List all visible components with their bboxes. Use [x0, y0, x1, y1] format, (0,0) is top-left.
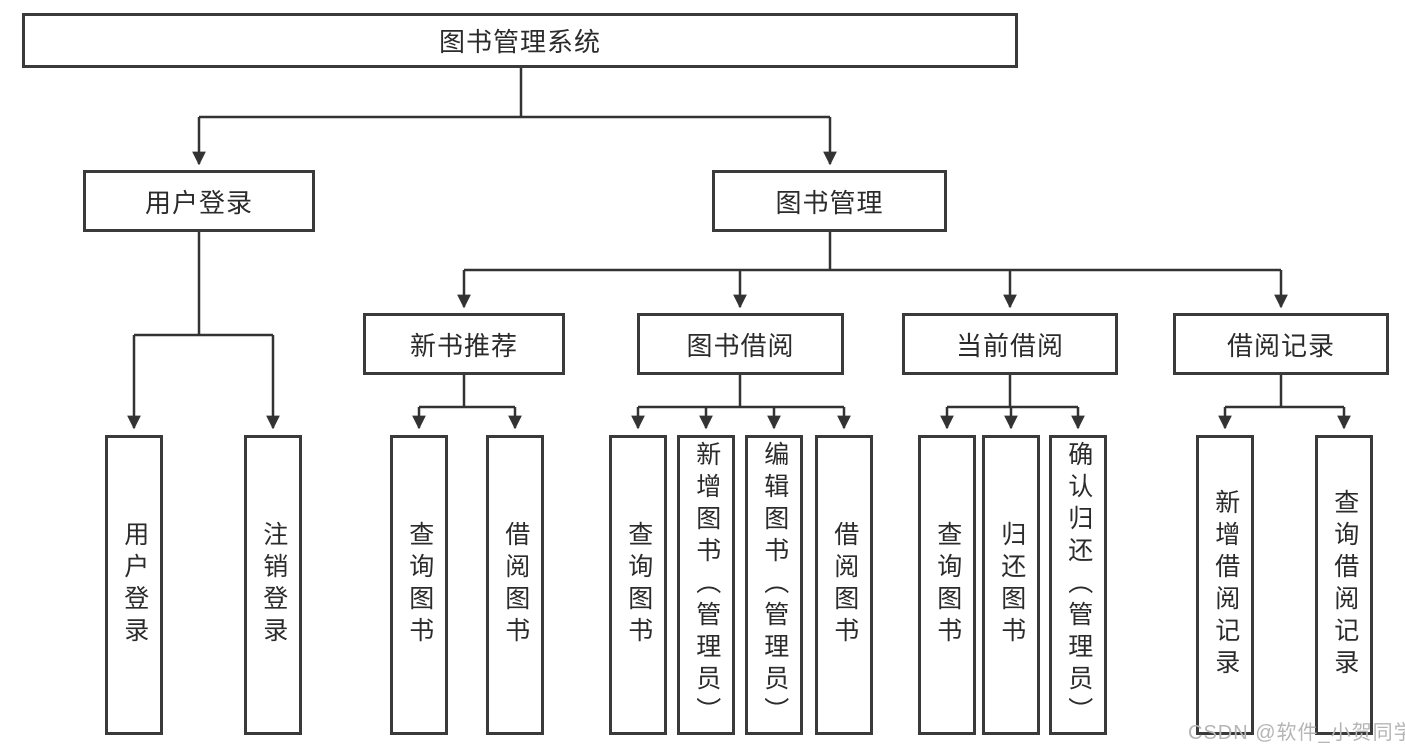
leaf-borrow-books-recommend: 借阅图书 — [486, 435, 544, 735]
node-book-borrowing: 图书借阅 — [637, 313, 844, 375]
leaf-query-books-recommend: 查询图书 — [390, 435, 448, 735]
node-label: 图书借阅 — [686, 330, 795, 361]
node-label: 用户登录 — [144, 187, 253, 218]
leaf-label: 用户登录 — [120, 521, 149, 649]
leaf-user-login: 用户登录 — [105, 435, 163, 735]
node-borrow-records: 借阅记录 — [1173, 313, 1389, 375]
csdn-watermark: CSDN @软件_小贺同学 — [1188, 722, 1405, 744]
leaf-label: 归还图书 — [997, 521, 1026, 649]
node-book-management-system: 图书管理系统 — [22, 13, 1018, 68]
leaf-add-books-admin: 新增图书（管理员） — [677, 435, 735, 735]
leaf-return-books: 归还图书 — [982, 435, 1040, 735]
node-label: 图书管理 — [775, 187, 884, 218]
leaf-add-borrow-record: 新增借阅记录 — [1196, 435, 1254, 735]
leaf-label: 查询图书 — [933, 521, 962, 649]
leaf-query-books-borrowing: 查询图书 — [609, 435, 667, 735]
leaf-query-borrow-record: 查询借阅记录 — [1315, 435, 1373, 735]
node-label: 新书推荐 — [409, 330, 518, 361]
node-user-login: 用户登录 — [83, 170, 315, 232]
leaf-label: 查询图书 — [624, 521, 653, 649]
leaf-label: 查询图书 — [405, 521, 434, 649]
leaf-query-books-current: 查询图书 — [918, 435, 976, 735]
leaf-label: 注销登录 — [259, 521, 288, 649]
node-label: 当前借阅 — [955, 330, 1064, 361]
leaf-label: 编辑图书（管理员） — [760, 441, 789, 729]
leaf-edit-books-admin: 编辑图书（管理员） — [745, 435, 803, 735]
leaf-label: 新增图书（管理员） — [692, 441, 721, 729]
node-label: 图书管理系统 — [438, 27, 601, 57]
leaf-confirm-return-admin: 确认归还（管理员） — [1049, 435, 1107, 735]
leaf-label: 新增借阅记录 — [1211, 489, 1240, 681]
node-new-book-recommend: 新书推荐 — [363, 313, 565, 375]
leaf-logout: 注销登录 — [244, 435, 302, 735]
leaf-borrow-books: 借阅图书 — [815, 435, 873, 735]
node-label: 借阅记录 — [1226, 330, 1335, 361]
leaf-label: 借阅图书 — [501, 521, 530, 649]
leaf-label: 查询借阅记录 — [1330, 489, 1359, 681]
leaf-label: 确认归还（管理员） — [1064, 441, 1093, 729]
node-book-management: 图书管理 — [712, 170, 947, 232]
node-current-borrowing: 当前借阅 — [902, 313, 1118, 375]
leaf-label: 借阅图书 — [830, 521, 859, 649]
